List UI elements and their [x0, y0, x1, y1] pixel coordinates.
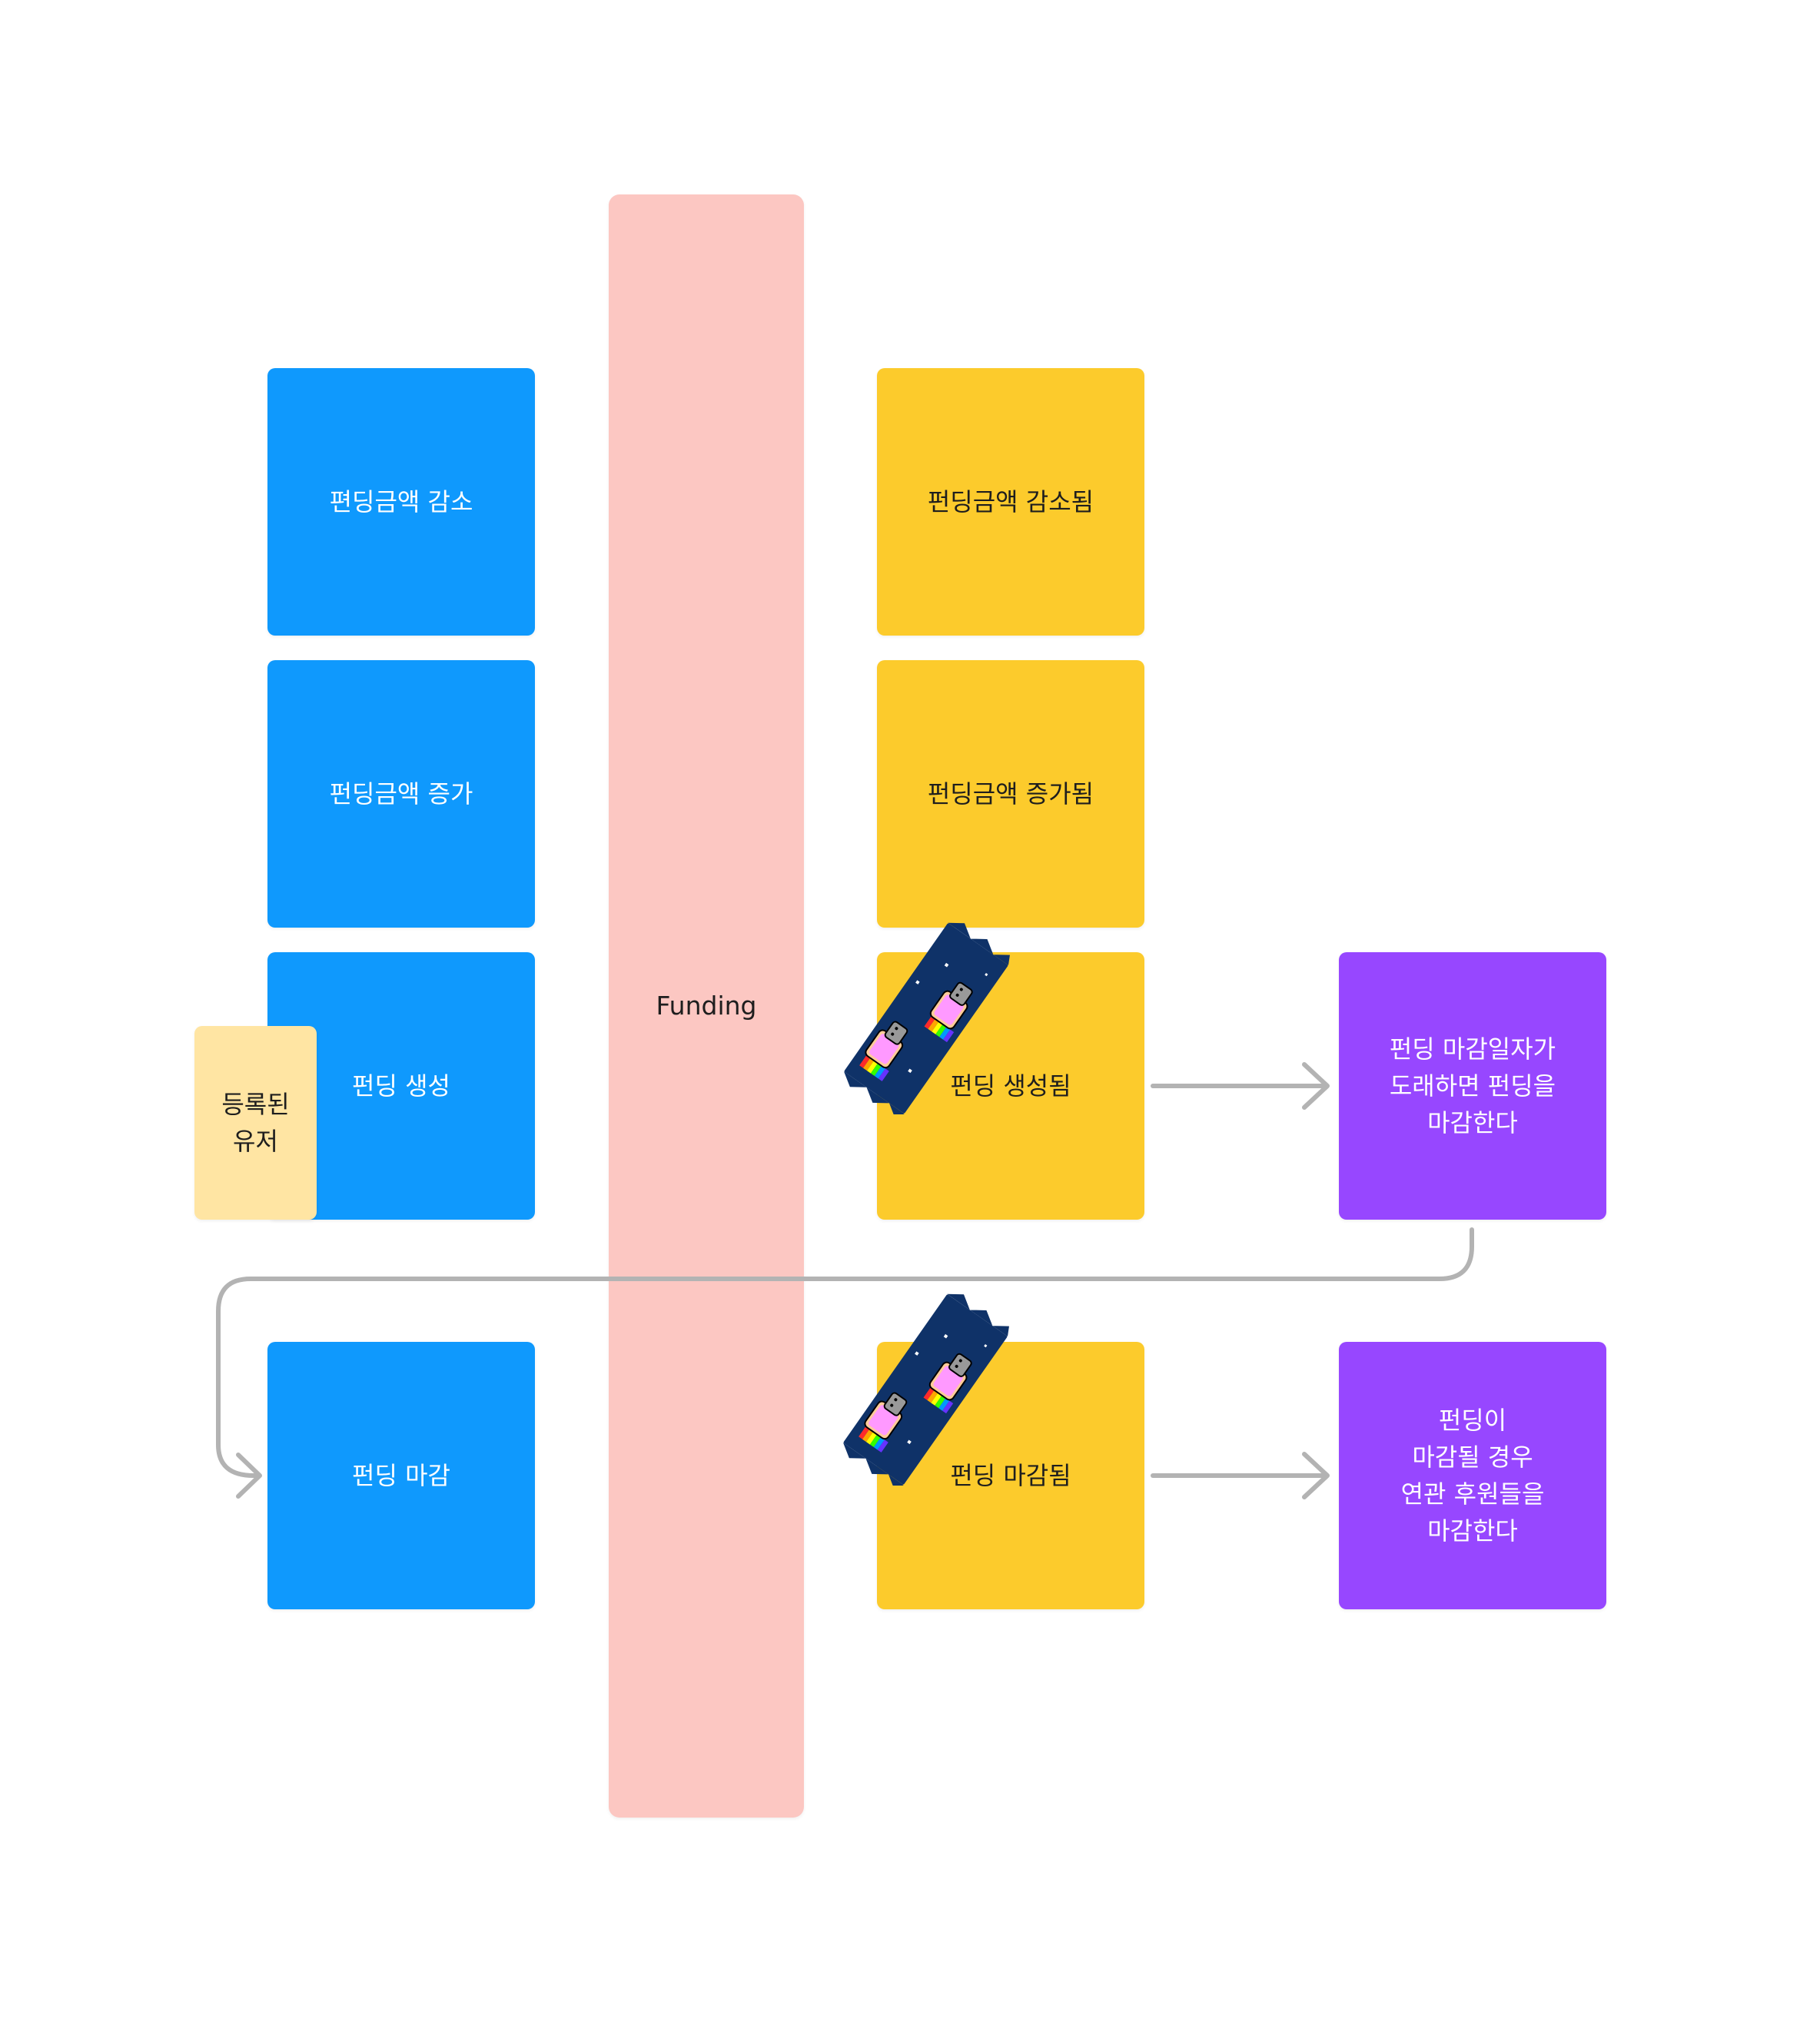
event-amount-increased[interactable]: 펀딩금액 증가됨: [877, 660, 1144, 928]
policy-close-on-deadline[interactable]: 펀딩 마감일자가 도래하면 펀딩을 마감한다: [1339, 952, 1606, 1220]
command-label: 펀딩 마감: [352, 1461, 450, 1490]
command-label: 펀딩금액 증가: [329, 779, 473, 808]
aggregate-funding[interactable]: Funding: [609, 194, 804, 1818]
policy-label: 펀딩이 마감될 경우 연관 후원들을 마감한다: [1400, 1406, 1545, 1546]
actor-label: 등록된 유저: [221, 1090, 290, 1156]
actor-registered-user[interactable]: 등록된 유저: [194, 1026, 317, 1220]
command-close-funding[interactable]: 펀딩 마감: [267, 1342, 535, 1609]
connector-created-to-policy: [1151, 1062, 1330, 1110]
command-label: 편딩금액 감소: [329, 487, 473, 516]
aggregate-label: Funding: [656, 991, 757, 1021]
command-decrease-amount[interactable]: 편딩금액 감소: [267, 368, 535, 636]
event-label: 펀딩 생성됨: [950, 1071, 1071, 1101]
event-label: 펀딩금액 증가됨: [927, 779, 1094, 808]
nyan-cat-sticker-icon: [843, 922, 1010, 1114]
command-label: 펀딩 생성: [352, 1071, 450, 1101]
command-increase-amount[interactable]: 펀딩금액 증가: [267, 660, 535, 928]
event-label: 펀딩금액 감소됨: [927, 487, 1094, 516]
event-amount-decreased[interactable]: 펀딩금액 감소됨: [877, 368, 1144, 636]
connector-closed-to-policy: [1151, 1452, 1330, 1499]
policy-close-sponsorships[interactable]: 펀딩이 마감될 경우 연관 후원들을 마감한다: [1339, 1342, 1606, 1609]
nyan-cat-sticker-icon: [842, 1293, 1009, 1486]
policy-label: 펀딩 마감일자가 도래하면 펀딩을 마감한다: [1389, 1034, 1556, 1137]
